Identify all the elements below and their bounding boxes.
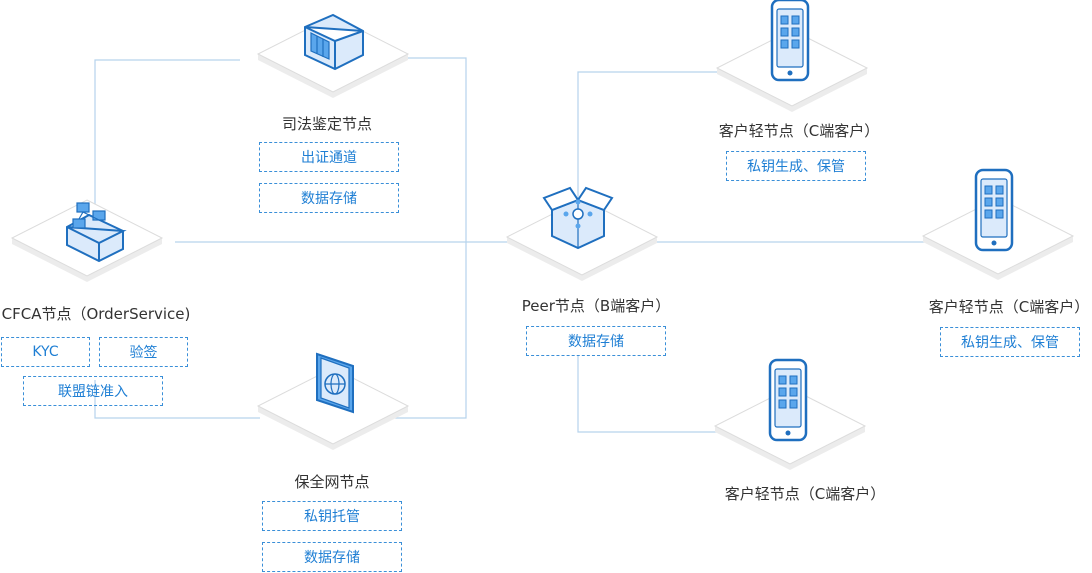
cfca-node-title: CFCA节点（OrderService) <box>1 305 191 323</box>
client-top-tag-key-generation: 私钥生成、保管 <box>726 151 866 181</box>
judicial-node-title: 司法鉴定节点 <box>281 115 373 133</box>
insurance-tag-data-storage: 数据存储 <box>262 542 402 572</box>
certificate-globe-icon <box>316 352 354 414</box>
peer-node-title: Peer节点（B端客户） <box>521 297 671 315</box>
network-building-icon <box>66 202 127 263</box>
cfca-tag-kyc: KYC <box>1 337 90 367</box>
client-right-tag-key-generation: 私钥生成、保管 <box>940 327 1080 357</box>
judicial-tag-evidence-channel: 出证通道 <box>259 142 399 172</box>
insurance-node-title: 保全网节点 <box>294 473 370 491</box>
mobile-phone-icon <box>770 0 810 82</box>
judicial-tag-data-storage: 数据存储 <box>259 183 399 213</box>
client-right-title: 客户轻节点（C端客户） <box>928 298 1090 316</box>
client-bottom-title: 客户轻节点（C端客户） <box>724 485 886 503</box>
client-top-title: 客户轻节点（C端客户） <box>718 122 880 140</box>
connector-lines <box>94 57 935 433</box>
peer-tag-data-storage: 数据存储 <box>526 326 666 356</box>
cfca-tag-consortium-access: 联盟链准入 <box>23 376 163 406</box>
court-building-icon <box>304 13 364 71</box>
mobile-phone-icon <box>768 358 808 442</box>
cfca-tag-signature-verify: 验签 <box>99 337 188 367</box>
open-box-icon <box>542 186 614 250</box>
mobile-phone-icon <box>974 168 1014 252</box>
insurance-tag-key-custody: 私钥托管 <box>262 501 402 531</box>
